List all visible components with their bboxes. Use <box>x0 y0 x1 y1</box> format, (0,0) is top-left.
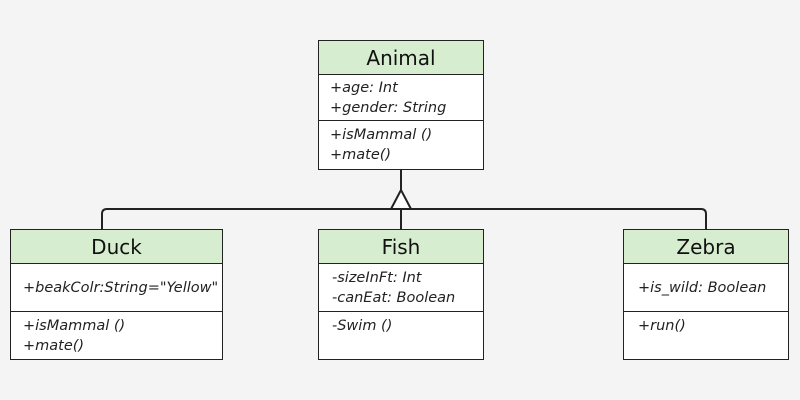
generalization-arrowhead <box>389 187 413 210</box>
attributes-compartment: +beakColr:String="Yellow" <box>11 264 222 312</box>
class-name: Animal <box>319 41 483 75</box>
class-name: Fish <box>319 230 483 264</box>
class-duck[interactable]: Duck +beakColr:String="Yellow" +isMammal… <box>10 229 223 360</box>
operation-run: +run() <box>638 318 686 334</box>
attribute-size-in-ft: -sizeInFt: Int <box>332 269 422 286</box>
attributes-compartment: +age: Int +gender: String <box>319 75 483 121</box>
attribute-is-wild: +is_wild: Boolean <box>638 279 767 296</box>
attribute-can-eat: -canEat: Boolean <box>332 289 456 306</box>
class-name: Zebra <box>624 230 788 264</box>
operation-mate: +mate() <box>330 147 392 163</box>
attributes-compartment: +is_wild: Boolean <box>624 264 788 312</box>
operations-compartment: +run() <box>624 312 788 359</box>
operations-compartment: -Swim () <box>319 312 483 359</box>
class-fish[interactable]: Fish -sizeInFt: Int -canEat: Boolean -Sw… <box>318 229 484 360</box>
attribute-beak-color: +beakColr:String="Yellow" <box>23 279 219 296</box>
operation-is-mammal: +isMammal () <box>330 127 433 143</box>
operation-swim: -Swim () <box>332 318 393 334</box>
class-animal[interactable]: Animal +age: Int +gender: String +isMamm… <box>318 40 484 170</box>
class-name: Duck <box>11 230 222 264</box>
class-zebra[interactable]: Zebra +is_wild: Boolean +run() <box>623 229 789 360</box>
operations-compartment: +isMammal () +mate() <box>319 121 483 169</box>
operations-compartment: +isMammal () +mate() <box>11 312 222 359</box>
attribute-age: +age: Int <box>330 79 398 96</box>
inheritance-bus-line <box>101 208 707 229</box>
operation-is-mammal: +isMammal () <box>23 317 126 334</box>
attribute-gender: +gender: String <box>330 99 447 116</box>
attributes-compartment: -sizeInFt: Int -canEat: Boolean <box>319 264 483 312</box>
operation-mate: +mate() <box>23 337 85 354</box>
